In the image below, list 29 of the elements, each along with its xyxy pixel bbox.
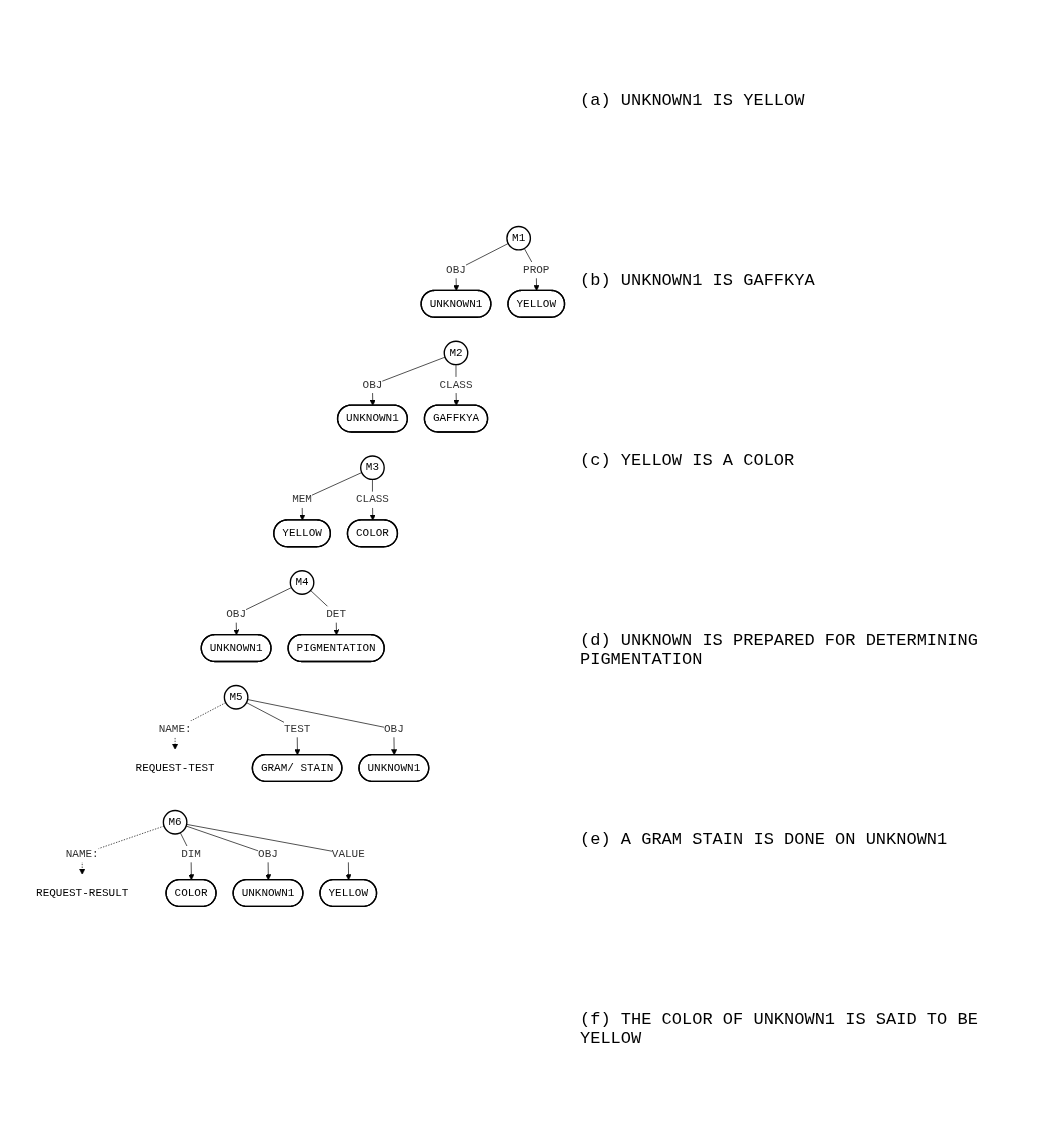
edge-label: OBJ xyxy=(362,378,383,392)
edge-label: DET xyxy=(326,608,347,621)
edge-label: OBJ xyxy=(258,848,278,861)
edge-label: NAME: xyxy=(65,848,99,861)
edge-label: PROP xyxy=(523,264,550,277)
edge-label: VALUE xyxy=(331,848,365,861)
edge-label: MEM xyxy=(292,493,312,506)
edge-label: TEST xyxy=(283,723,311,736)
caption: (d) UNKNOWN IS PREPARED FOR DETERMINING PIGMENTATION xyxy=(580,630,979,669)
caption: (c) YELLOW IS A COLOR xyxy=(580,450,796,470)
edge-label: DIM xyxy=(181,848,201,861)
edge-label: OBJ xyxy=(383,723,404,736)
node-circle: M1 xyxy=(506,225,532,251)
caption: (e) A GRAM STAIN IS DONE ON UNKNOWN1 xyxy=(580,829,949,849)
caption: (f) THE COLOR OF UNKNOWN1 IS SAID TO BE YELLOW xyxy=(580,1009,979,1048)
edge-label: OBJ xyxy=(226,608,246,621)
edge-label: OBJ xyxy=(446,264,466,277)
node-text: REQUEST-TEST xyxy=(135,761,215,775)
edge-label: CLASS xyxy=(355,493,389,506)
node-circle: M6 xyxy=(162,809,188,835)
node-circle: M2 xyxy=(443,340,469,366)
edge-label: CLASS xyxy=(439,378,473,392)
node-circle: M5 xyxy=(223,684,249,710)
node-text: REQUEST-RESULT xyxy=(36,886,129,900)
caption: (b) UNKNOWN1 IS GAFFKYA xyxy=(580,270,816,290)
edge-label: NAME: xyxy=(158,723,192,736)
node-circle: M3 xyxy=(360,455,385,481)
caption: (a) UNKNOWN1 IS YELLOW xyxy=(580,90,806,110)
node-circle: M4 xyxy=(289,570,315,595)
